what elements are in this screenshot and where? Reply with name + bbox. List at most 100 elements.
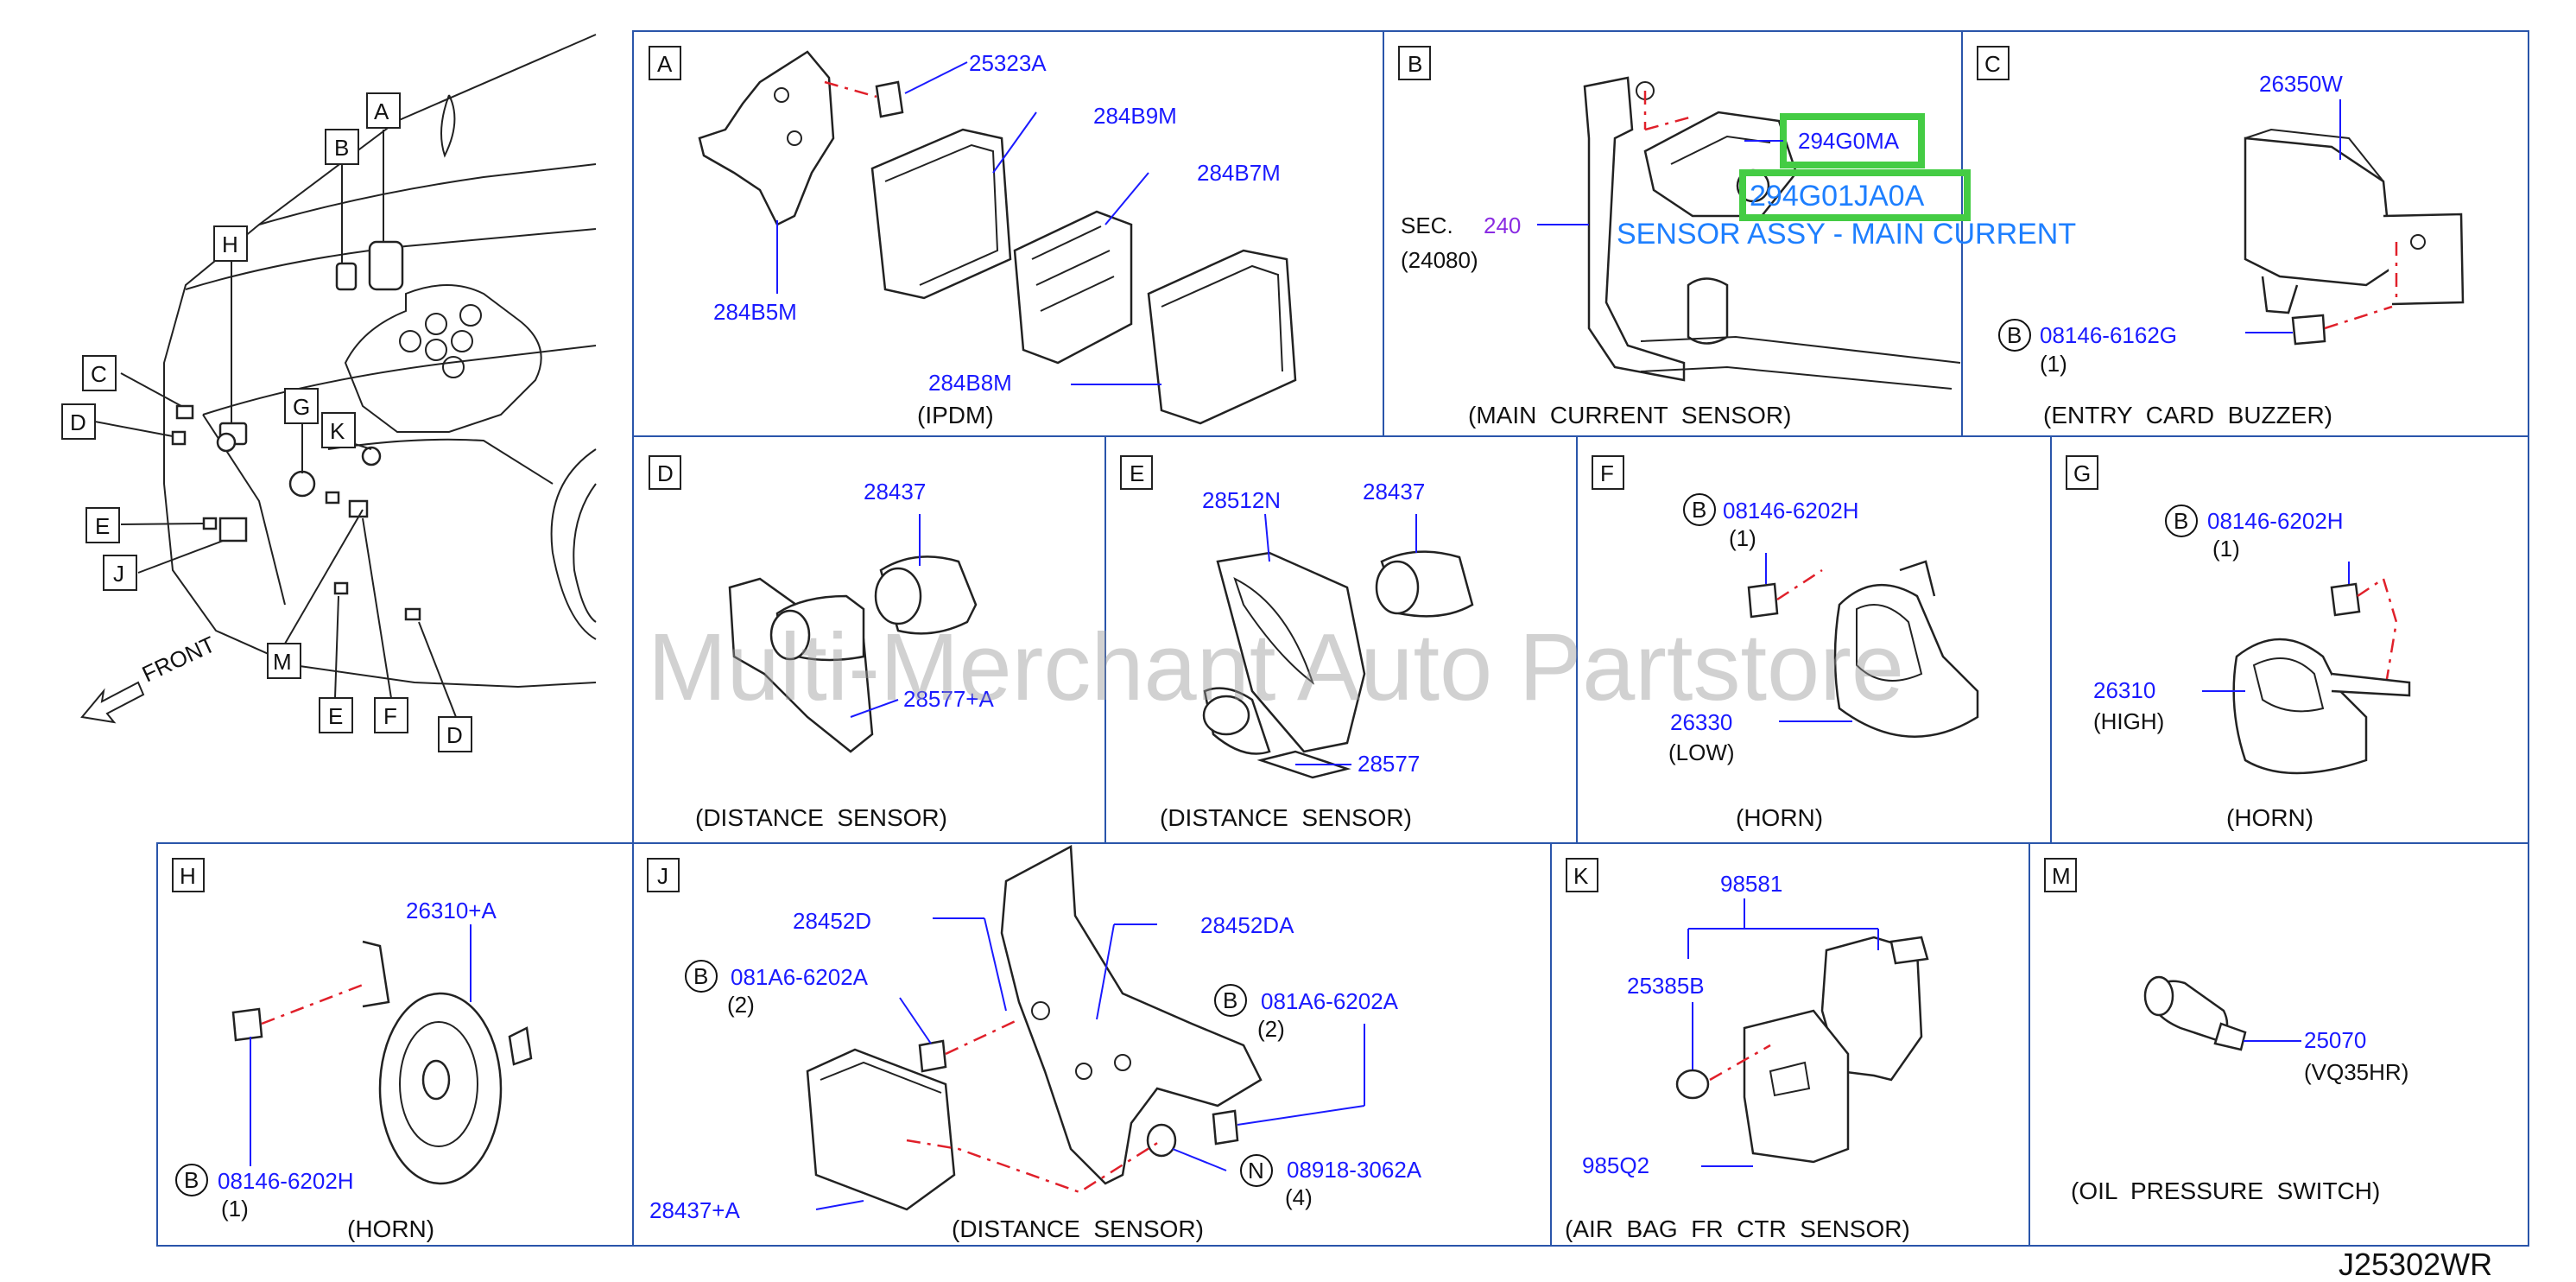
part-08146-6202h-g[interactable]: 08146-6202H	[2207, 508, 2344, 534]
part-26330[interactable]: 26330	[1670, 709, 1732, 735]
panel-a: A 25323A 284B9M 284B7M 284B5M 284B8M (IP…	[649, 46, 1297, 428]
note-low: (LOW)	[1668, 739, 1735, 765]
part-284b5m[interactable]: 284B5M	[713, 299, 797, 325]
qty-f: (1)	[1729, 525, 1756, 551]
panel-frames	[156, 30, 2529, 1247]
panel-d-caption: (DISTANCE SENSOR)	[695, 804, 947, 831]
front-arrow-icon	[80, 681, 145, 724]
bolt-badge-c-letter: B	[2007, 322, 2022, 348]
part-28437a[interactable]: 28437+A	[649, 1197, 740, 1223]
panel-f: F B 08146-6202H (1) 26330 (LOW) (HORN)	[1592, 455, 1979, 831]
diagram-code: J25302WR	[2339, 1247, 2492, 1282]
bolt-badge-f	[1683, 493, 1716, 526]
part-28452d[interactable]: 28452D	[793, 908, 871, 934]
part-284b9m[interactable]: 284B9M	[1093, 103, 1177, 129]
highlight-description: SENSOR ASSY - MAIN CURRENT	[1617, 218, 2076, 251]
panel-j-letter: J	[657, 863, 668, 889]
panel-f-caption: (HORN)	[1736, 804, 1823, 831]
panel-g-letter: G	[2073, 460, 2091, 486]
bolt-badge-g-letter: B	[2174, 508, 2188, 534]
panel-b-letter: B	[1408, 51, 1422, 77]
panel-a-caption: (IPDM)	[917, 402, 994, 428]
bolt-badge-h	[175, 1164, 208, 1196]
qty-c: (1)	[2040, 351, 2067, 377]
panel-f-letter: F	[1600, 460, 1614, 486]
panel-m: M 25070 (VQ35HR) (OIL PRESSURE SWITCH)	[2044, 858, 2408, 1204]
part-08918-3062a[interactable]: 08918-3062A	[1287, 1157, 1422, 1183]
panel-j-caption: (DISTANCE SENSOR)	[952, 1215, 1204, 1242]
panel-g-caption: (HORN)	[2226, 804, 2313, 831]
note-vq35hr: (VQ35HR)	[2304, 1059, 2408, 1085]
panel-g: G B 08146-6202H (1) 26310 (HIGH) (HORN)	[2066, 455, 2411, 831]
part-294g0ma[interactable]: 294G0MA	[1798, 128, 1900, 154]
panel-h-letter: H	[180, 863, 196, 889]
part-25323a[interactable]: 25323A	[969, 50, 1047, 76]
panel-m-caption: (OIL PRESSURE SWITCH)	[2071, 1177, 2380, 1204]
part-98581[interactable]: 98581	[1720, 871, 1782, 897]
overview-label-d: D	[70, 409, 86, 435]
part-081a6-6202a-1[interactable]: 081A6-6202A	[731, 964, 869, 990]
part-28512n[interactable]: 28512N	[1202, 487, 1281, 513]
qty-j2: (2)	[1257, 1016, 1285, 1042]
part-28437-d[interactable]: 28437	[864, 479, 926, 505]
section-number[interactable]: 240	[1484, 213, 1521, 238]
overview-label-j: J	[113, 561, 124, 587]
note-high: (HIGH)	[2093, 708, 2164, 734]
part-26310[interactable]: 26310	[2093, 677, 2155, 703]
part-26310a[interactable]: 26310+A	[406, 898, 497, 923]
part-28577[interactable]: 28577	[1358, 751, 1420, 777]
overview-label-f: F	[383, 703, 397, 729]
part-28437-e[interactable]: 28437	[1363, 479, 1425, 505]
section-ref: (24080)	[1401, 247, 1478, 273]
qty-j3: (4)	[1285, 1184, 1313, 1210]
front-label: FRONT	[138, 631, 219, 687]
qty-j1: (2)	[727, 992, 755, 1018]
part-08146-6202h-h[interactable]: 08146-6202H	[218, 1168, 354, 1194]
panel-c-caption: (ENTRY CARD BUZZER)	[2043, 402, 2332, 428]
bolt-badge-h-letter: B	[184, 1167, 199, 1193]
part-08146-6162g[interactable]: 08146-6162G	[2040, 322, 2177, 348]
part-985q2[interactable]: 985Q2	[1582, 1152, 1649, 1178]
overview-label-g: G	[293, 394, 310, 420]
part-25385b[interactable]: 25385B	[1627, 973, 1705, 999]
panel-h: H 26310+A B 08146-6202H (1) (HORN)	[172, 858, 533, 1242]
qty-h: (1)	[221, 1196, 249, 1222]
part-28577a[interactable]: 28577+A	[903, 686, 994, 712]
part-28452da[interactable]: 28452DA	[1200, 912, 1294, 938]
bolt-badge-g	[2165, 505, 2198, 537]
overview-label-h: H	[222, 232, 238, 257]
panel-k-letter: K	[1573, 863, 1589, 889]
watermark: Multi-Merchant Auto Partstore	[648, 614, 1904, 720]
overview-callouts: A B H C D G K E J M E F D FRONT	[61, 92, 472, 752]
overview-label-d2: D	[446, 722, 463, 748]
panel-e-caption: (DISTANCE SENSOR)	[1160, 804, 1412, 831]
panel-c-letter: C	[1984, 51, 2001, 77]
highlight-box-294g01ja0a	[1739, 169, 1971, 221]
part-26350w[interactable]: 26350W	[2259, 71, 2343, 97]
part-294g01ja0a[interactable]: 294G01JA0A	[1750, 180, 1925, 213]
part-284b8m[interactable]: 284B8M	[928, 370, 1012, 396]
part-284b7m[interactable]: 284B7M	[1197, 160, 1281, 186]
nut-badge-j	[1240, 1154, 1273, 1187]
panel-b: B SEC. 240 (24080) 294G0MA 294G01JA0A SE…	[1398, 46, 2076, 428]
part-081a6-6202a-2[interactable]: 081A6-6202A	[1261, 988, 1399, 1014]
panel-c: C 26350W B 08146-6162G (1) (ENTRY CARD B…	[1977, 46, 2465, 428]
bolt-badge-j2-letter: B	[1223, 987, 1237, 1013]
panel-h-caption: (HORN)	[347, 1215, 434, 1242]
section-label: SEC.	[1401, 213, 1453, 238]
overview-label-b: B	[334, 135, 349, 161]
bolt-badge-f-letter: B	[1692, 497, 1706, 523]
qty-g: (1)	[2212, 536, 2240, 562]
overview-label-e2: E	[328, 703, 343, 729]
overview-label-c: C	[91, 361, 107, 387]
part-08146-6202h-f[interactable]: 08146-6202H	[1723, 498, 1859, 524]
bolt-badge-c	[1998, 319, 2031, 352]
panel-b-caption: (MAIN CURRENT SENSOR)	[1468, 402, 1791, 428]
panel-k-caption: (AIR BAG FR CTR SENSOR)	[1565, 1215, 1910, 1242]
bolt-badge-j1	[685, 960, 718, 993]
nut-badge-j-letter: N	[1248, 1158, 1264, 1184]
part-25070[interactable]: 25070	[2304, 1027, 2366, 1053]
bolt-badge-j1-letter: B	[693, 963, 708, 989]
panel-a-letter: A	[657, 51, 673, 77]
